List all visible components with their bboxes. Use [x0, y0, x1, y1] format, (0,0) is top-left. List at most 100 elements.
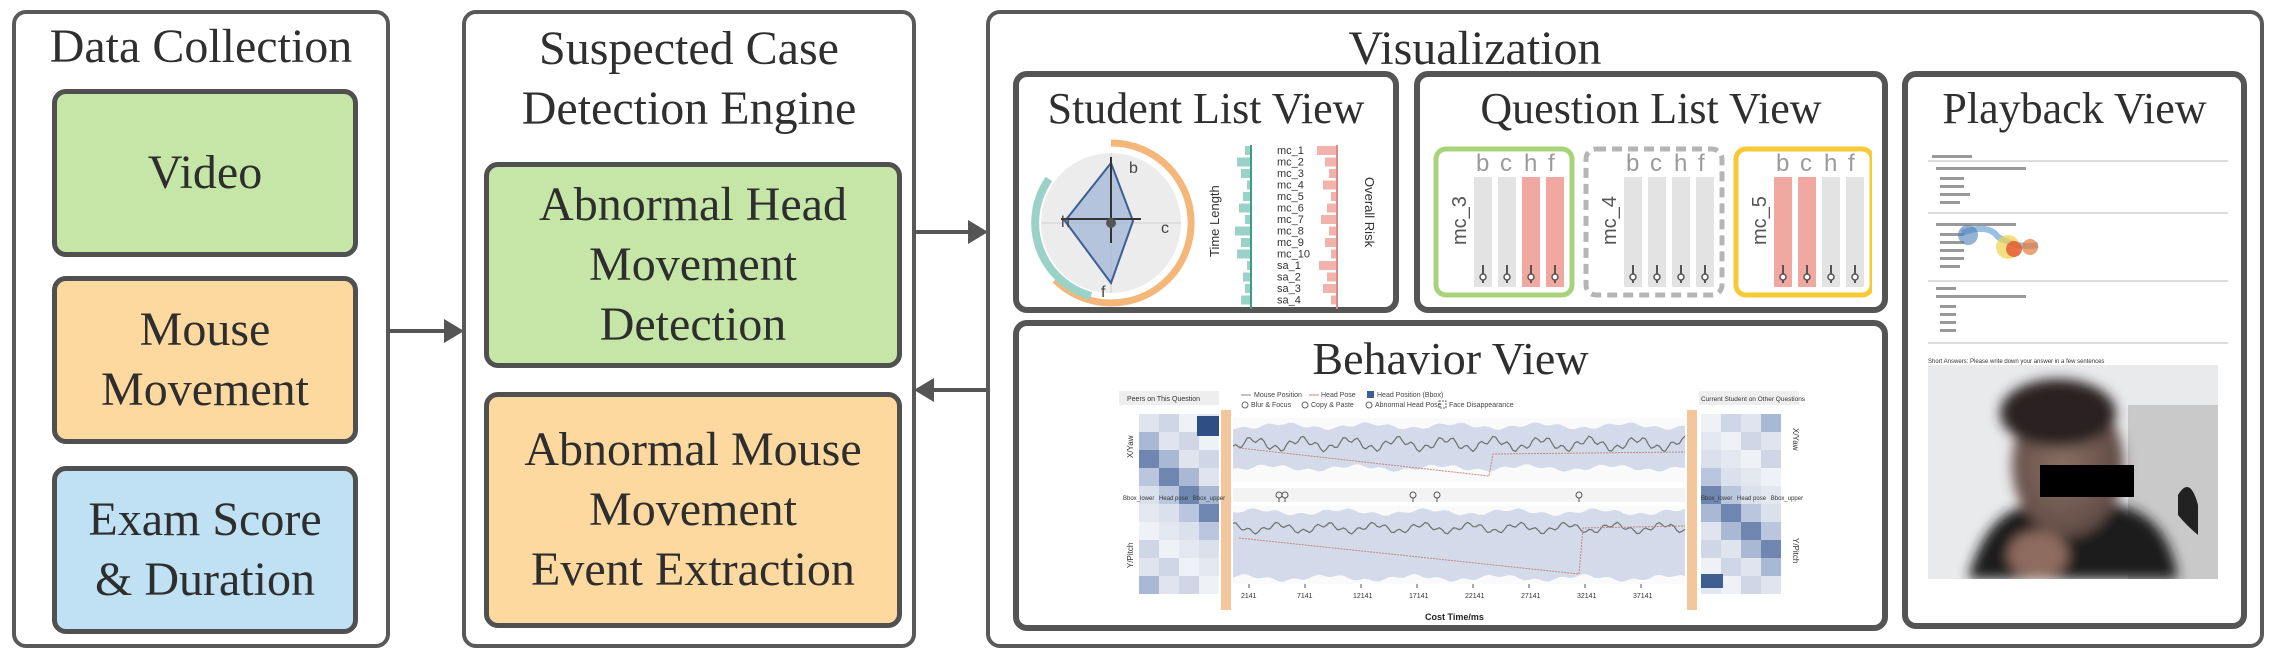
y-pitch-head-pose: [1238, 525, 1686, 575]
question-letter: f: [1698, 150, 1705, 177]
x-tick-label: 17141: [1409, 593, 1429, 600]
risk-bar: [1327, 203, 1337, 213]
question-bar: [1798, 177, 1816, 287]
question-label: mc_9: [1277, 237, 1304, 249]
question-bar: [1522, 177, 1540, 287]
question-bar: [1774, 177, 1792, 287]
engine-title: Suspected Case Detection Engine: [521, 22, 857, 136]
x-axis-label: Cost Time/ms: [1425, 612, 1484, 622]
y-label-right-bottom: Y/Pitch: [1791, 538, 1800, 563]
question-letter: f: [1548, 150, 1555, 177]
question-label: mc_8: [1277, 226, 1304, 238]
short-answer-text: Short Answers: Please write down your an…: [1928, 359, 2104, 365]
question-label: mc_6: [1277, 203, 1304, 215]
svg-text:Copy & Paste: Copy & Paste: [1311, 402, 1354, 409]
risk-bar: [1317, 146, 1337, 155]
behavior-view: Behavior View Peers on This Question Cur…: [1013, 320, 1888, 631]
time-length-bar: [1237, 157, 1251, 167]
time-length-bar: [1245, 146, 1251, 155]
time-length-bar: [1247, 180, 1251, 190]
y-pitch-line: [1232, 521, 1686, 535]
risk-bar: [1321, 215, 1337, 224]
question-label: mc_10: [1277, 249, 1310, 261]
question-label: sa_1: [1277, 260, 1301, 272]
question-letter: h: [1524, 150, 1537, 177]
question-card-label: mc_3: [1449, 196, 1471, 245]
question-label: sa_2: [1277, 272, 1301, 284]
arrow-collection-to-engine: [388, 319, 464, 343]
risk-bar: [1329, 169, 1337, 178]
question-label: mc_4: [1277, 180, 1304, 192]
behavior-view-title: Behavior View: [1312, 333, 1589, 384]
x-tick-label: 27141: [1521, 593, 1541, 600]
x-tick-label: 37141: [1633, 593, 1653, 600]
radar-label-h: h: [1061, 214, 1070, 231]
radar-label-f: f: [1101, 284, 1106, 301]
mouse-movement-box: Mouse Movement: [52, 276, 358, 444]
question-bar: [1498, 177, 1516, 287]
exam-score-box: Exam Score & Duration: [52, 466, 358, 634]
webcam-frame: [1928, 365, 2218, 579]
playback-view-title: Playback View: [1942, 84, 2207, 133]
risk-bar: [1325, 157, 1337, 167]
risk-bar: [1329, 226, 1337, 236]
current-student-heatmap: [1701, 414, 1781, 594]
time-length-bars: [1235, 146, 1251, 305]
playback-view: Playback View Short Answers: Please writ…: [1902, 71, 2247, 629]
risk-bar: [1331, 249, 1337, 259]
x-tick-label: 12141: [1353, 593, 1373, 600]
mouse-event-extraction-box: Abnormal Mouse Movement Event Extraction: [484, 392, 902, 628]
question-letter: c: [1500, 150, 1512, 177]
question-label: mc_5: [1277, 191, 1304, 203]
risk-bar: [1325, 238, 1337, 247]
video-box: Video: [52, 89, 358, 257]
time-length-bar: [1241, 169, 1251, 178]
time-length-bar: [1241, 238, 1251, 247]
student-list-graphic: b c f h Time Length mc_1mc_2mc_3mc_4mc_5…: [1031, 139, 1377, 309]
student-list-view: Student List View b c f h Time Length mc…: [1013, 71, 1399, 313]
question-label: mc_3: [1277, 168, 1304, 180]
y-label-left-bottom: Y/Pitch: [1126, 543, 1135, 568]
radar-glyph: [1031, 139, 1195, 307]
data-collection-panel: Data Collection Video Mouse Movement Exa…: [12, 10, 390, 648]
question-letter: c: [1650, 150, 1662, 177]
time-length-bar: [1245, 284, 1251, 293]
time-length-bar: [1247, 261, 1251, 270]
left-header: Peers on This Question: [1127, 396, 1200, 403]
svg-text:Head Pose: Head Pose: [1321, 392, 1356, 399]
detection-engine-panel: Suspected Case Detection Engine Abnormal…: [462, 10, 916, 648]
time-length-bar: [1239, 203, 1251, 213]
time-length-bar: [1243, 272, 1251, 282]
x-tick-label: 22141: [1465, 593, 1485, 600]
y-label-right-top: X/Yaw: [1791, 428, 1800, 451]
question-labels: mc_1mc_2mc_3mc_4mc_5mc_6mc_7mc_8mc_9mc_1…: [1277, 145, 1310, 307]
question-letter: f: [1848, 150, 1855, 177]
question-letter: b: [1776, 150, 1789, 177]
svg-text:Abnormal Head Pose: Abnormal Head Pose: [1375, 402, 1442, 409]
question-bar: [1474, 177, 1492, 287]
question-list-title: Question List View: [1480, 84, 1822, 133]
behavior-chart: Peers on This Question Current Student o…: [1119, 391, 1806, 622]
arrow-engine-to-visualization: [914, 220, 988, 244]
risk-bar: [1327, 272, 1337, 282]
question-letter: c: [1800, 150, 1812, 177]
right-header: Current Student on Other Questions: [1701, 396, 1806, 403]
question-bar: [1624, 177, 1642, 287]
question-letter: b: [1626, 150, 1639, 177]
head-movement-detection-box: Abnormal Head Movement Detection: [484, 162, 902, 368]
svg-text:Head Position (Bbox): Head Position (Bbox): [1377, 392, 1443, 399]
x-tick-label: 7141: [1297, 593, 1313, 600]
question-label: sa_4: [1277, 295, 1301, 307]
student-list-title: Student List View: [1047, 84, 1365, 133]
y-pitch-band: [1233, 508, 1685, 582]
question-bar: [1846, 177, 1864, 287]
question-bar: [1696, 177, 1714, 287]
question-label: mc_7: [1277, 214, 1304, 226]
y-label-left-top: X/Yaw: [1126, 435, 1135, 458]
svg-text:Blur & Focus: Blur & Focus: [1251, 402, 1292, 409]
playback-screen: Short Answers: Please write down your an…: [1928, 155, 2228, 365]
